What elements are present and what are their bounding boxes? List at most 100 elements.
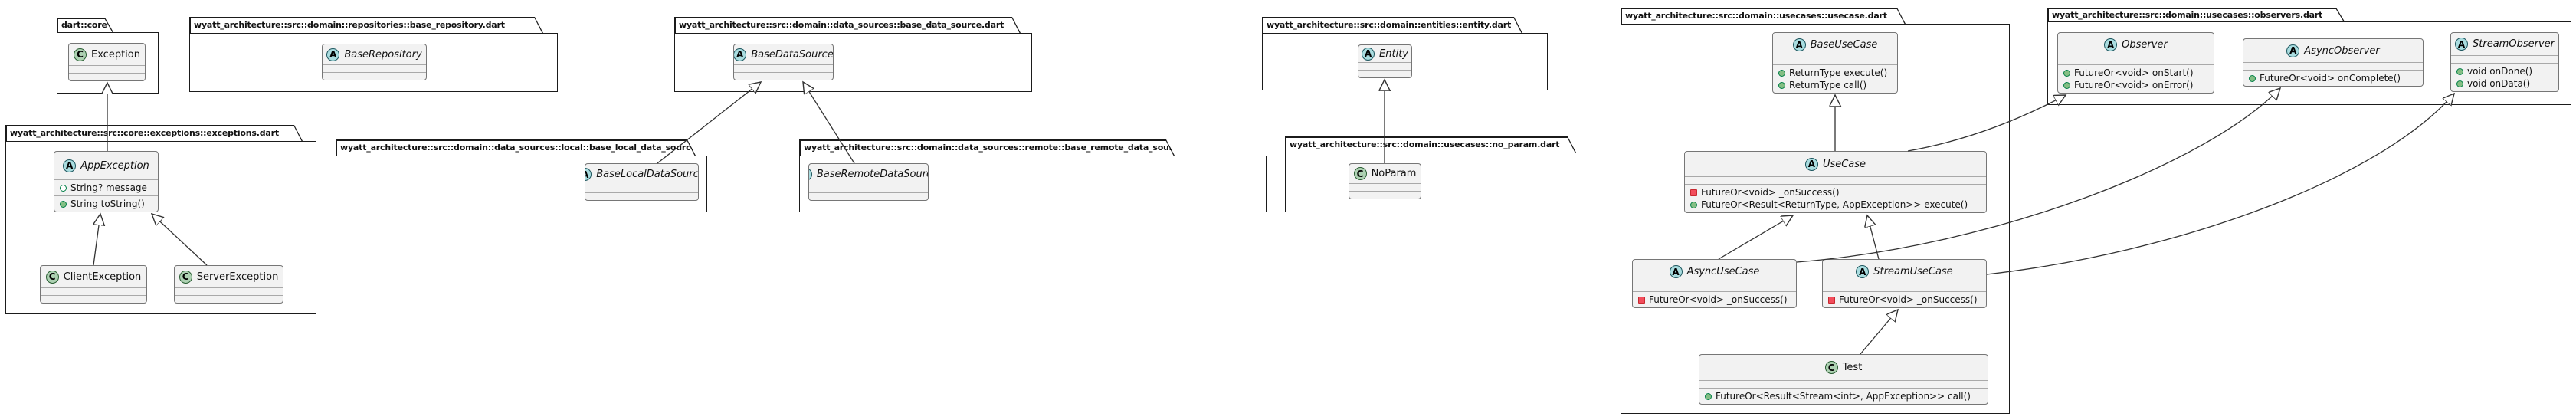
class-name: BaseLocalDataSource [596, 169, 699, 180]
fields-compartment: String? message [54, 180, 158, 195]
fields-compartment [323, 65, 426, 72]
public-visibility-icon [1690, 201, 1697, 208]
member-text: String? message [70, 182, 147, 193]
methods-separator [1773, 64, 1897, 65]
methods-compartment: FutureOr<Result<Stream<int>, AppExceptio… [1699, 389, 1988, 404]
fields-separator [2243, 62, 2423, 63]
member-text: FutureOr<void> onComplete() [2260, 73, 2401, 84]
methods-compartment [734, 73, 833, 80]
fields-compartment [1685, 177, 1986, 184]
methods-compartment: FutureOr<void> onStart()FutureOr<void> o… [2058, 65, 2214, 93]
package-tab-bg [801, 141, 1174, 156]
package-label: wyatt_architecture::src::domain::data_so… [679, 20, 1005, 30]
member-row: String toString() [54, 198, 158, 210]
methods-separator [2058, 64, 2214, 65]
package-label: wyatt_architecture::src::core::exception… [10, 128, 279, 138]
package-label: wyatt_architecture::src::domain::data_so… [340, 143, 719, 153]
class-name: Exception [91, 48, 140, 61]
package-tab-remote_ds: wyatt_architecture::src::domain::data_so… [799, 139, 1175, 156]
abstract-stereotype-icon: A [1792, 38, 1806, 51]
methods-separator [1358, 70, 1411, 71]
fields-separator [41, 287, 146, 288]
methods-separator [1823, 291, 1986, 292]
methods-compartment: void onDone()void onData() [2451, 64, 2558, 91]
methods-separator [175, 295, 283, 296]
package-label: wyatt_architecture::src::domain::usecase… [1625, 11, 1887, 21]
package-tab-dart_core: dart::core [57, 18, 113, 32]
package-tab-bg [1263, 18, 1522, 34]
class-Exception: C Exception [68, 43, 146, 81]
package-no_param [1285, 153, 1601, 212]
abstract-stereotype-icon: A [809, 168, 812, 181]
member-row: FutureOr<Result<Stream<int>, AppExceptio… [1699, 390, 1988, 402]
abstract-stereotype-icon: A [734, 48, 747, 61]
fields-separator [69, 65, 145, 66]
class-name: StreamUseCase [1873, 266, 1953, 277]
fields-separator [734, 64, 833, 65]
methods-compartment: FutureOr<void> _onSuccess()FutureOr<Resu… [1685, 185, 1986, 212]
package-label: wyatt_architecture::src::domain::reposit… [194, 20, 505, 30]
member-row: void onDone() [2451, 65, 2558, 77]
class-name: BaseUseCase [1810, 39, 1878, 51]
class-BaseRemoteDataSource: ABaseRemoteDataSource [808, 163, 929, 201]
package-tab-bg [2049, 9, 2344, 22]
member-row: FutureOr<void> _onSuccess() [1633, 294, 1796, 306]
member-row: FutureOr<Result<ReturnType, AppException… [1685, 199, 1986, 211]
class-title: ABaseLocalDataSource [585, 164, 698, 185]
fields-compartment [1358, 63, 1411, 70]
methods-compartment [1349, 192, 1421, 199]
class-name: AsyncObserver [2304, 44, 2380, 57]
class-stereotype-icon: C [74, 48, 87, 61]
methods-separator [1349, 191, 1421, 192]
methods-separator [1699, 388, 1988, 389]
methods-compartment [175, 296, 283, 303]
member-text: FutureOr<void> onStart() [2074, 67, 2194, 78]
abstract-stereotype-icon: A [1804, 157, 1818, 171]
class-name: Entity [1379, 48, 1408, 60]
package-tab-repository: wyatt_architecture::src::domain::reposit… [189, 17, 543, 33]
member-row: FutureOr<void> _onSuccess() [1823, 294, 1986, 306]
fields-compartment [175, 288, 283, 295]
fields-compartment [585, 185, 698, 192]
methods-separator [809, 192, 928, 193]
class-title: A BaseUseCase [1773, 33, 1897, 57]
member-row: void onData() [2451, 77, 2558, 90]
member-row: FutureOr<void> onComplete() [2243, 72, 2423, 84]
methods-separator [734, 72, 833, 73]
abstract-stereotype-icon: A [1669, 265, 1683, 278]
fields-separator [323, 64, 426, 65]
methods-compartment: ReturnType execute()ReturnType call() [1773, 65, 1897, 93]
package-label: wyatt_architecture::src::domain::usecase… [1290, 139, 1560, 149]
package-tab-bg [337, 141, 695, 156]
package-tab-bg [676, 18, 1020, 34]
public-visibility-icon [1778, 81, 1785, 89]
public-visibility-icon [2063, 69, 2070, 77]
package-tab-no_param: wyatt_architecture::src::domain::usecase… [1285, 136, 1576, 153]
public-visibility-icon [60, 200, 67, 208]
class-name: ClientException [63, 271, 142, 283]
fields-compartment [1349, 184, 1421, 191]
member-text: void onDone() [2467, 66, 2533, 77]
package-tab-usecase: wyatt_architecture::src::domain::usecase… [1621, 8, 1906, 24]
package-tab-entity: wyatt_architecture::src::domain::entitie… [1262, 17, 1522, 33]
member-text: ReturnType call() [1789, 80, 1867, 90]
class-stereotype-icon: C [179, 270, 192, 284]
fields-separator [2451, 55, 2558, 56]
fields-compartment [1633, 284, 1796, 291]
package-label: wyatt_architecture::src::domain::usecase… [2052, 9, 2323, 20]
methods-compartment [323, 73, 426, 80]
fields-compartment [1773, 57, 1897, 64]
class-name: StreamObserver [2473, 38, 2555, 50]
